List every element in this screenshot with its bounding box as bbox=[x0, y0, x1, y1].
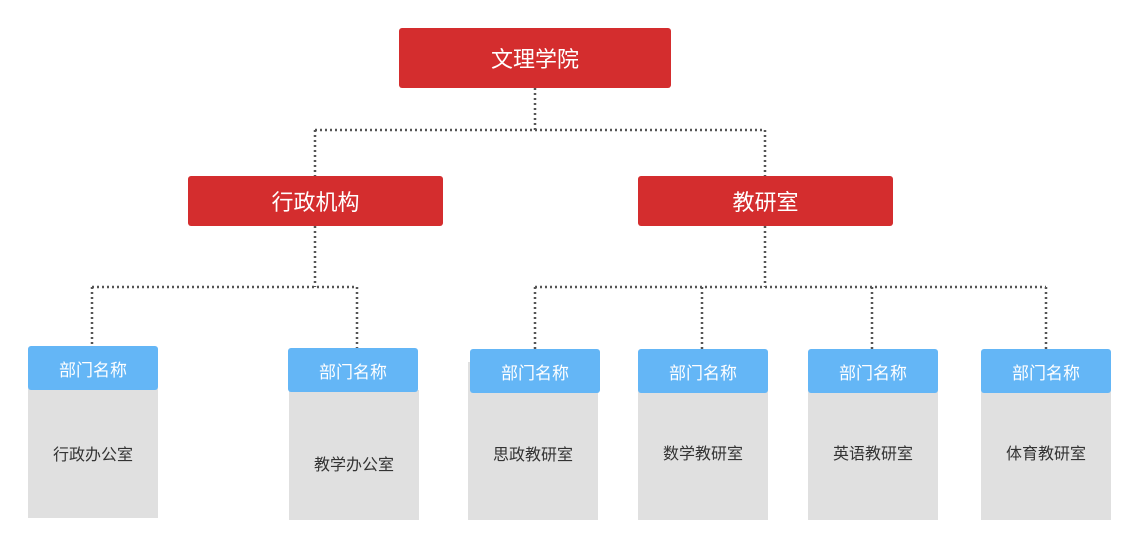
dept-card-2-name: 教学办公室 bbox=[313, 455, 394, 474]
dept-card-4-body: 数学教研室 bbox=[638, 390, 768, 520]
branch-node-admin: 行政机构 bbox=[188, 176, 443, 226]
dept-card-4-header-label: 部门名称 bbox=[669, 363, 737, 384]
dept-card-2-header: 部门名称 bbox=[288, 348, 418, 392]
dept-card-5-header-label: 部门名称 bbox=[839, 363, 907, 384]
dept-card-1-header: 部门名称 bbox=[28, 346, 158, 390]
dept-card-3-name: 思政教研室 bbox=[492, 445, 573, 464]
root-node-label: 文理学院 bbox=[490, 48, 579, 73]
branch-node-teaching-label: 教研室 bbox=[732, 191, 799, 216]
dept-card-4-header: 部门名称 bbox=[638, 349, 768, 393]
branch-node-admin-label: 行政机构 bbox=[271, 191, 360, 216]
root-node: 文理学院 bbox=[399, 28, 671, 88]
dept-card-3-header-label: 部门名称 bbox=[501, 363, 569, 384]
dept-card-4-name: 数学教研室 bbox=[662, 444, 743, 463]
dept-card-6-header: 部门名称 bbox=[981, 349, 1111, 393]
dept-card-5-name: 英语教研室 bbox=[832, 444, 913, 463]
dept-card-2-body: 教学办公室 bbox=[289, 390, 419, 520]
dept-card-2-header-label: 部门名称 bbox=[319, 362, 387, 383]
dept-card-5-body: 英语教研室 bbox=[808, 390, 938, 520]
dept-card-6-header-label: 部门名称 bbox=[1012, 363, 1080, 384]
dept-card-1-body: 行政办公室 bbox=[28, 388, 158, 518]
dept-card-1-header-label: 部门名称 bbox=[59, 360, 127, 381]
dept-card-6-name: 体育教研室 bbox=[1005, 444, 1086, 463]
dept-card-1-name: 行政办公室 bbox=[52, 445, 133, 464]
dept-card-3-header: 部门名称 bbox=[470, 349, 600, 393]
dept-card-5-header: 部门名称 bbox=[808, 349, 938, 393]
dept-card-6-body: 体育教研室 bbox=[981, 390, 1111, 520]
branch-node-teaching: 教研室 bbox=[638, 176, 893, 226]
